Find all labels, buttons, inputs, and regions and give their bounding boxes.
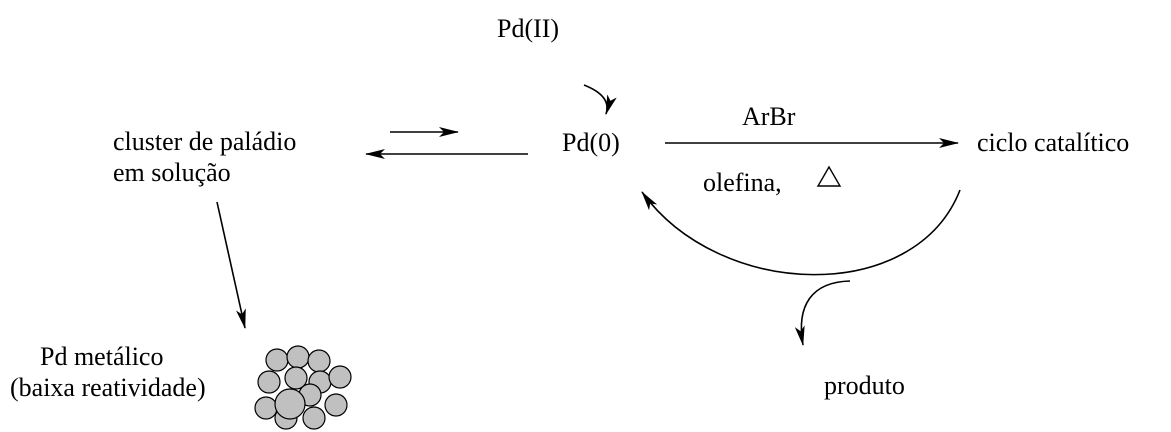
ciclo-catalitico-label: ciclo catalítico bbox=[977, 128, 1130, 157]
pd-metalico-label-line1: Pd metálico bbox=[40, 342, 164, 371]
product-branch-arrow bbox=[794, 280, 851, 346]
pd-metalico-label-line2: (baixa reatividade) bbox=[10, 373, 206, 402]
cluster-label-line1: cluster de paládio bbox=[113, 127, 297, 156]
triangle-icon bbox=[816, 165, 842, 187]
cluster-label-line2: em solução bbox=[113, 158, 231, 187]
olefina-label: olefina, bbox=[703, 168, 782, 197]
cluster-to-metal-arrow bbox=[216, 201, 246, 329]
pdii-to-pd0-arrow bbox=[583, 84, 617, 115]
pd-ii-label: Pd(II) bbox=[497, 14, 560, 43]
cycle-return-arc bbox=[641, 189, 961, 276]
arbr-label: ArBr bbox=[742, 102, 796, 131]
pd-particle-cluster-icon bbox=[254, 345, 352, 430]
produto-label: produto bbox=[824, 371, 905, 400]
pd-0-label: Pd(0) bbox=[562, 128, 620, 157]
